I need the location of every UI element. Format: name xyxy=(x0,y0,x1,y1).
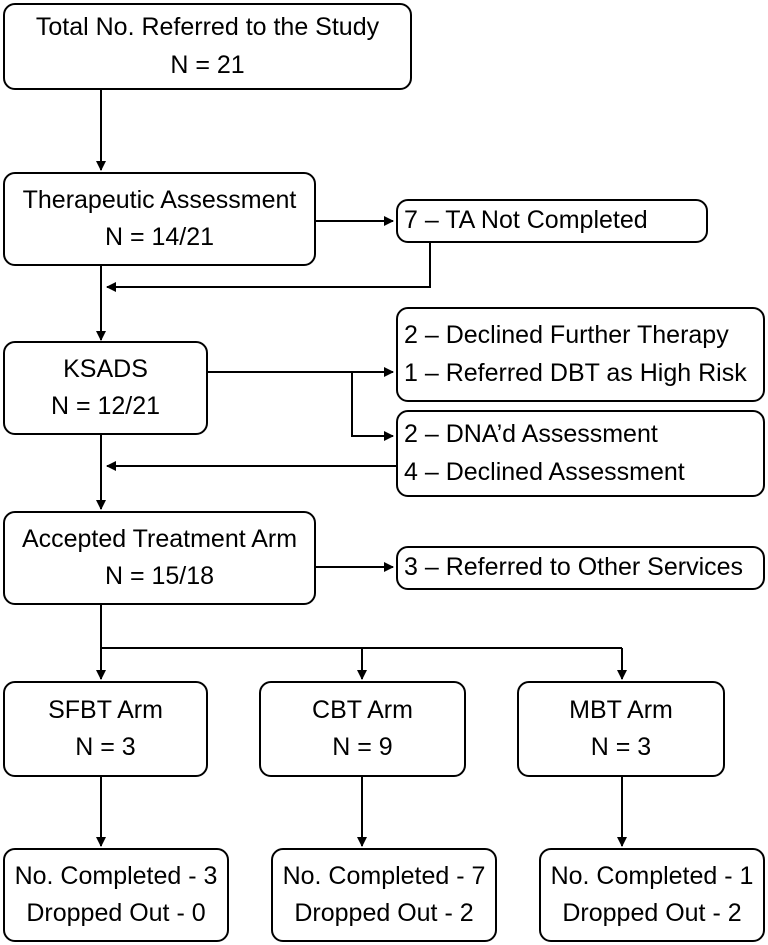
sfbt-arm-count: N = 3 xyxy=(75,733,136,761)
sfbt-arm-title: SFBT Arm xyxy=(48,695,163,724)
ksads-outcomes-box: 2 – Declined Further Therapy 1 – Referre… xyxy=(396,307,765,402)
referred-title: Total No. Referred to the Study xyxy=(35,13,380,41)
arrow-ksads-to-dna-assessment xyxy=(351,372,394,441)
sfbt-completed: No. Completed - 3 xyxy=(14,861,218,890)
accepted-box: Accepted Treatment Arm N = 15/18 xyxy=(3,511,316,605)
sfbt-outcome-box: No. Completed - 3 Dropped Out - 0 xyxy=(3,848,229,942)
declined-therapy-text: 2 – Declined Further Therapy xyxy=(404,321,729,349)
referred-dbt-text: 1 – Referred DBT as High Risk xyxy=(404,358,747,387)
declined-assessment-text: 4 – Declined Assessment xyxy=(404,457,685,486)
cbt-completed: No. Completed - 7 xyxy=(282,861,486,890)
cbt-arm-box: CBT Arm N = 9 xyxy=(259,681,466,777)
cbt-arm-count: N = 9 xyxy=(332,733,393,761)
assessment-outcomes-box: 2 – DNA’d Assessment 4 – Declined Assess… xyxy=(396,410,765,497)
mbt-arm-count: N = 3 xyxy=(590,733,652,761)
line-ta-not-completed-return xyxy=(106,243,431,292)
ta-not-completed-box: 7 – TA Not Completed xyxy=(396,199,708,243)
referred-count: N = 21 xyxy=(170,50,245,79)
ksads-title: KSADS xyxy=(63,354,148,383)
ksads-box: KSADS N = 12/21 xyxy=(3,341,208,435)
mbt-completed: No. Completed - 1 xyxy=(550,861,754,890)
cbt-dropped: Dropped Out - 2 xyxy=(294,899,474,927)
mbt-outcome-box: No. Completed - 1 Dropped Out - 2 xyxy=(539,848,765,942)
sfbt-arm-box: SFBT Arm N = 3 xyxy=(3,681,208,777)
sfbt-dropped: Dropped Out - 0 xyxy=(26,899,206,927)
cbt-arm-title: CBT Arm xyxy=(312,695,413,724)
dna-assessment-text: 2 – DNA’d Assessment xyxy=(404,420,658,448)
assessment-box: Therapeutic Assessment N = 14/21 xyxy=(3,172,316,266)
referred-other-text: 3 – Referred to Other Services xyxy=(404,553,744,582)
referred-box: Total No. Referred to the Study N = 21 xyxy=(3,3,412,90)
mbt-dropped: Dropped Out - 2 xyxy=(562,899,742,927)
line-accepted-split xyxy=(100,605,622,649)
ksads-count: N = 12/21 xyxy=(50,392,161,420)
assessment-count: N = 14/21 xyxy=(104,223,215,251)
referred-other-box: 3 – Referred to Other Services xyxy=(396,546,765,590)
assessment-title: Therapeutic Assessment xyxy=(22,185,297,214)
accepted-count: N = 15/18 xyxy=(104,562,215,590)
cbt-outcome-box: No. Completed - 7 Dropped Out - 2 xyxy=(271,848,497,942)
ta-not-completed-text: 7 – TA Not Completed xyxy=(404,206,648,235)
mbt-arm-box: MBT Arm N = 3 xyxy=(517,681,725,777)
mbt-arm-title: MBT Arm xyxy=(569,695,673,724)
accepted-title: Accepted Treatment Arm xyxy=(21,524,298,553)
